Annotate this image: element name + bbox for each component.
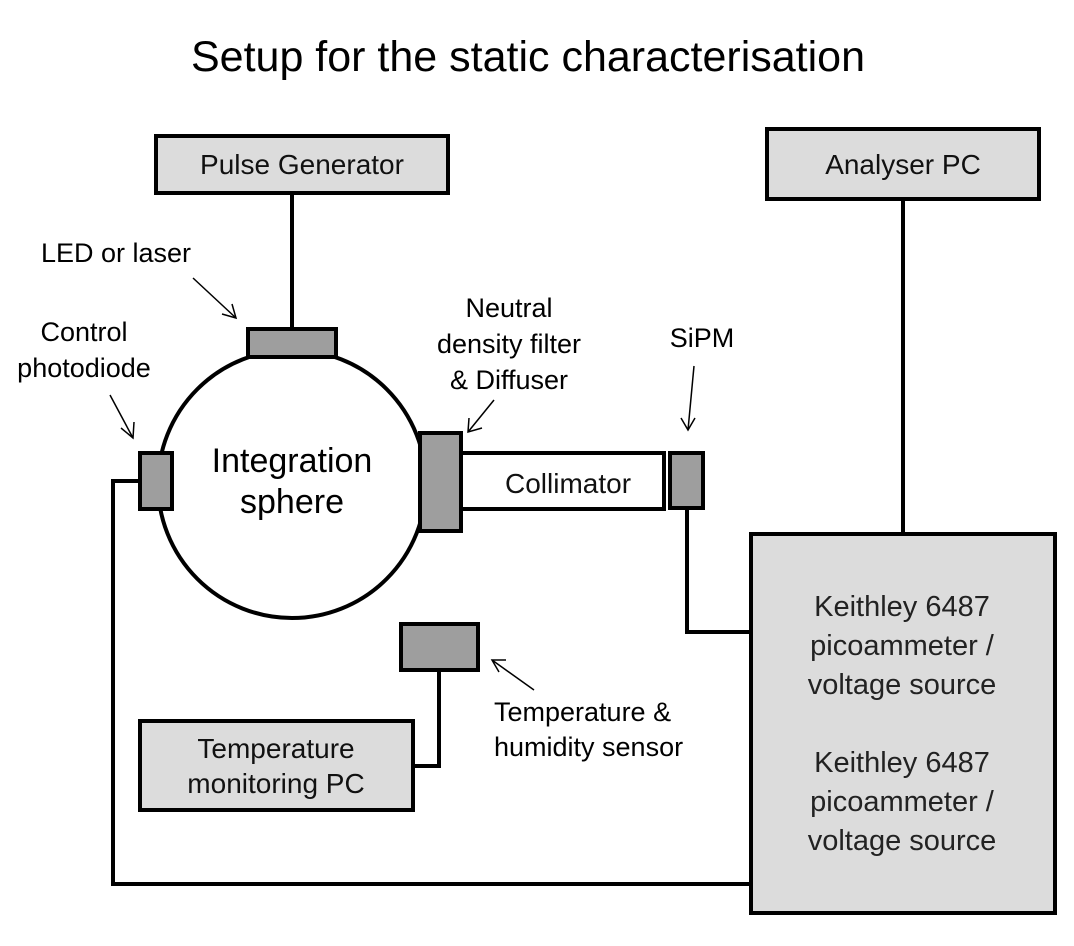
temperature-monitoring-pc-box bbox=[138, 719, 415, 812]
wire-sipm-to-keithley bbox=[685, 508, 752, 634]
analyser-pc-label: Analyser PC bbox=[825, 149, 981, 180]
temp-pc-label-line1: Temperature bbox=[197, 733, 354, 764]
control-photodiode-label-line1: Control bbox=[40, 317, 127, 347]
keithley-2-line2: picoammeter / bbox=[810, 786, 995, 818]
sipm-label: SiPM bbox=[670, 323, 735, 353]
wire-photodiode-to-keithley bbox=[111, 479, 752, 886]
nd-filter-diffuser bbox=[418, 431, 463, 533]
arrow-control-photodiode bbox=[109, 394, 135, 440]
keithley-2-line1: Keithley 6487 bbox=[814, 747, 990, 779]
pulse-generator-box bbox=[154, 134, 450, 195]
temp-pc-label-line2: monitoring PC bbox=[187, 768, 364, 799]
collimator-box bbox=[459, 451, 666, 511]
nd-filter-label-line3: & Diffuser bbox=[450, 365, 568, 395]
keithley-2-line3: voltage source bbox=[808, 825, 997, 857]
arrow-sipm bbox=[680, 365, 696, 432]
arrow-nd-filter bbox=[467, 399, 495, 434]
nd-filter-label-line1: Neutral bbox=[465, 293, 552, 323]
pulse-generator-label: Pulse Generator bbox=[200, 149, 404, 180]
arrow-temp-sensor bbox=[490, 659, 535, 691]
arrow-led bbox=[192, 277, 238, 320]
keithley-1-line3: voltage source bbox=[808, 669, 997, 701]
led-label: LED or laser bbox=[41, 238, 191, 268]
temperature-humidity-sensor bbox=[399, 622, 480, 672]
keithley-1-line2: picoammeter / bbox=[810, 630, 995, 662]
temp-sensor-label-line1: Temperature & bbox=[494, 697, 671, 727]
sipm bbox=[668, 451, 705, 510]
sphere-label-line2: sphere bbox=[240, 483, 344, 521]
wire-sensor-to-temp-pc bbox=[413, 669, 441, 768]
led-or-laser bbox=[246, 327, 338, 359]
collimator-label: Collimator bbox=[505, 468, 631, 499]
sphere-label-line1: Integration bbox=[212, 442, 373, 480]
nd-filter-label-line2: density filter bbox=[437, 329, 581, 359]
analyser-pc-box bbox=[765, 127, 1041, 201]
keithley-box bbox=[749, 532, 1057, 915]
control-photodiode-label-line2: photodiode bbox=[17, 353, 151, 383]
keithley-1-line1: Keithley 6487 bbox=[814, 591, 990, 623]
control-photodiode bbox=[138, 451, 174, 511]
diagram-title: Setup for the static characterisation bbox=[191, 33, 865, 81]
temp-sensor-label-line2: humidity sensor bbox=[494, 732, 683, 762]
